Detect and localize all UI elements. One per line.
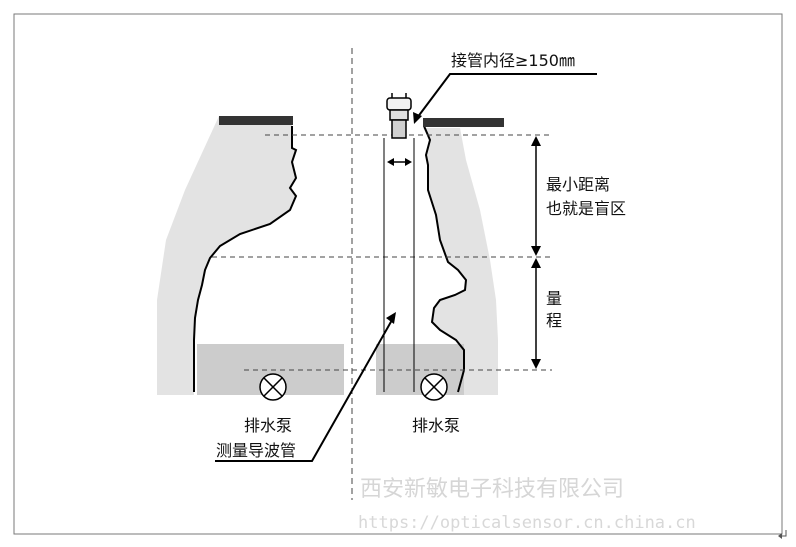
- pump-right-icon: [420, 373, 448, 401]
- guide-pipe-leader: [215, 319, 393, 462]
- right-wall: [423, 128, 498, 395]
- left-wall: [157, 116, 296, 395]
- min-distance-arrow: [531, 136, 541, 256]
- left-top-slab: [219, 116, 293, 125]
- pipe-diameter-arrow: [387, 158, 412, 166]
- radar-sensor-icon: [386, 93, 412, 139]
- guide-pipe-label: 测量导波管: [216, 441, 296, 460]
- right-wall-contour: [423, 125, 468, 393]
- range-label-line2: 程: [546, 311, 562, 330]
- pipe-diameter-leader-arrowhead: [413, 112, 422, 124]
- right-top-slab: [423, 118, 504, 127]
- corner-mark-icon: [778, 530, 787, 539]
- pipe-diameter-leader: [416, 73, 597, 119]
- range-arrow: [531, 258, 541, 369]
- pump-left-icon: [259, 373, 287, 401]
- watermark-company: 西安新敏电子科技有限公司: [360, 477, 624, 502]
- watermark-url: https://opticalsensor.cn.china.cn: [358, 513, 696, 533]
- min-distance-label-line2: 也就是盲区: [546, 199, 626, 218]
- guide-pipe-leader-arrowhead: [386, 312, 396, 324]
- left-wall-contour: [193, 126, 298, 392]
- frame-border: [13, 13, 783, 535]
- pump-right-label: 排水泵: [412, 416, 460, 435]
- min-distance-label-line1: 最小距离: [546, 175, 610, 194]
- range-label-line1: 量: [546, 289, 562, 308]
- pump-left-label: 排水泵: [244, 416, 292, 435]
- pipe-diameter-label: 接管内径≥150㎜: [451, 51, 575, 70]
